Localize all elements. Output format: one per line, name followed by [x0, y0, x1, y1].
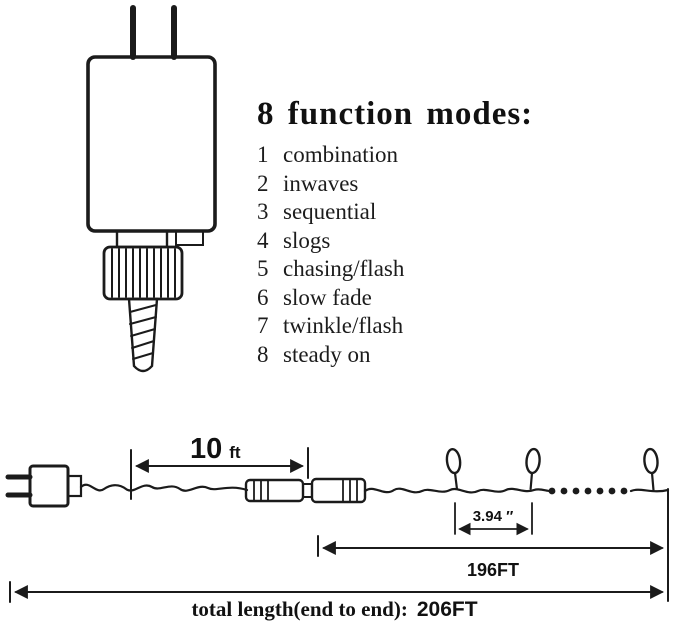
mode-number: 6: [257, 284, 269, 310]
mode-item: 3 sequential: [257, 198, 533, 227]
total-length-value: 206FT: [416, 598, 478, 621]
mode-item: 6 slow fade: [257, 284, 533, 313]
adapter-stem-hatches: [129, 304, 157, 360]
mode-label: inwaves: [283, 170, 359, 196]
adapter-ribs: [111, 248, 176, 298]
bulb-spacing-label: 3.94 ″: [473, 508, 514, 525]
mode-item: 7 twinkle/flash: [257, 312, 533, 341]
mode-number: 4: [257, 227, 269, 253]
lead-wire: [79, 483, 249, 492]
mode-number: 8: [257, 341, 269, 367]
light-bulb: [445, 447, 462, 490]
plug-illustration: [5, 464, 83, 508]
mode-label: twinkle/flash: [283, 313, 404, 338]
mode-label: slow fade: [283, 284, 372, 310]
dimension-10ft-lines: [130, 447, 309, 500]
string-length-label: 196FT: [467, 560, 519, 580]
mode-number: 2: [257, 170, 269, 196]
adapter-illustration: [86, 5, 217, 373]
mode-number: 7: [257, 313, 269, 338]
light-bulb: [643, 447, 659, 492]
dimension-196ft: 196FT: [317, 488, 669, 602]
mode-item: 8 steady on: [257, 341, 533, 370]
total-length-label: total length(end to end):: [191, 597, 408, 621]
mode-number: 3: [257, 199, 269, 224]
mode-label: chasing/flash: [283, 256, 405, 281]
mode-label: slogs: [283, 227, 331, 253]
string-wire: [363, 487, 552, 494]
function-modes-panel: 8 function modes: 1 combination 2 inwave…: [257, 96, 533, 369]
lead-length-value: 10: [190, 433, 223, 465]
mode-label: combination: [283, 142, 398, 167]
mode-item: 1 combination: [257, 141, 533, 170]
mode-item: 2 inwaves: [257, 170, 533, 199]
modes-title: 8 function modes:: [257, 96, 534, 132]
mode-item: 5 chasing/flash: [257, 255, 533, 284]
mode-number: 5: [257, 256, 269, 281]
continuation-dots: [548, 487, 628, 495]
string-wire-tail: [629, 488, 670, 493]
lead-length-unit: ft: [229, 443, 241, 462]
mode-number: 1: [257, 142, 269, 167]
total-length-caption: total length(end to end): 206FT: [0, 597, 669, 622]
dimension-total-length: [9, 581, 665, 603]
connector-illustration: [244, 477, 367, 504]
dimension-bulb-spacing: 3.94 ″: [454, 502, 533, 536]
mode-label: sequential: [283, 199, 377, 224]
mode-label: steady on: [283, 341, 371, 367]
lead-length-label: 10 ft: [190, 433, 241, 466]
light-bulb: [525, 447, 541, 491]
mode-item: 4 slogs: [257, 227, 533, 256]
